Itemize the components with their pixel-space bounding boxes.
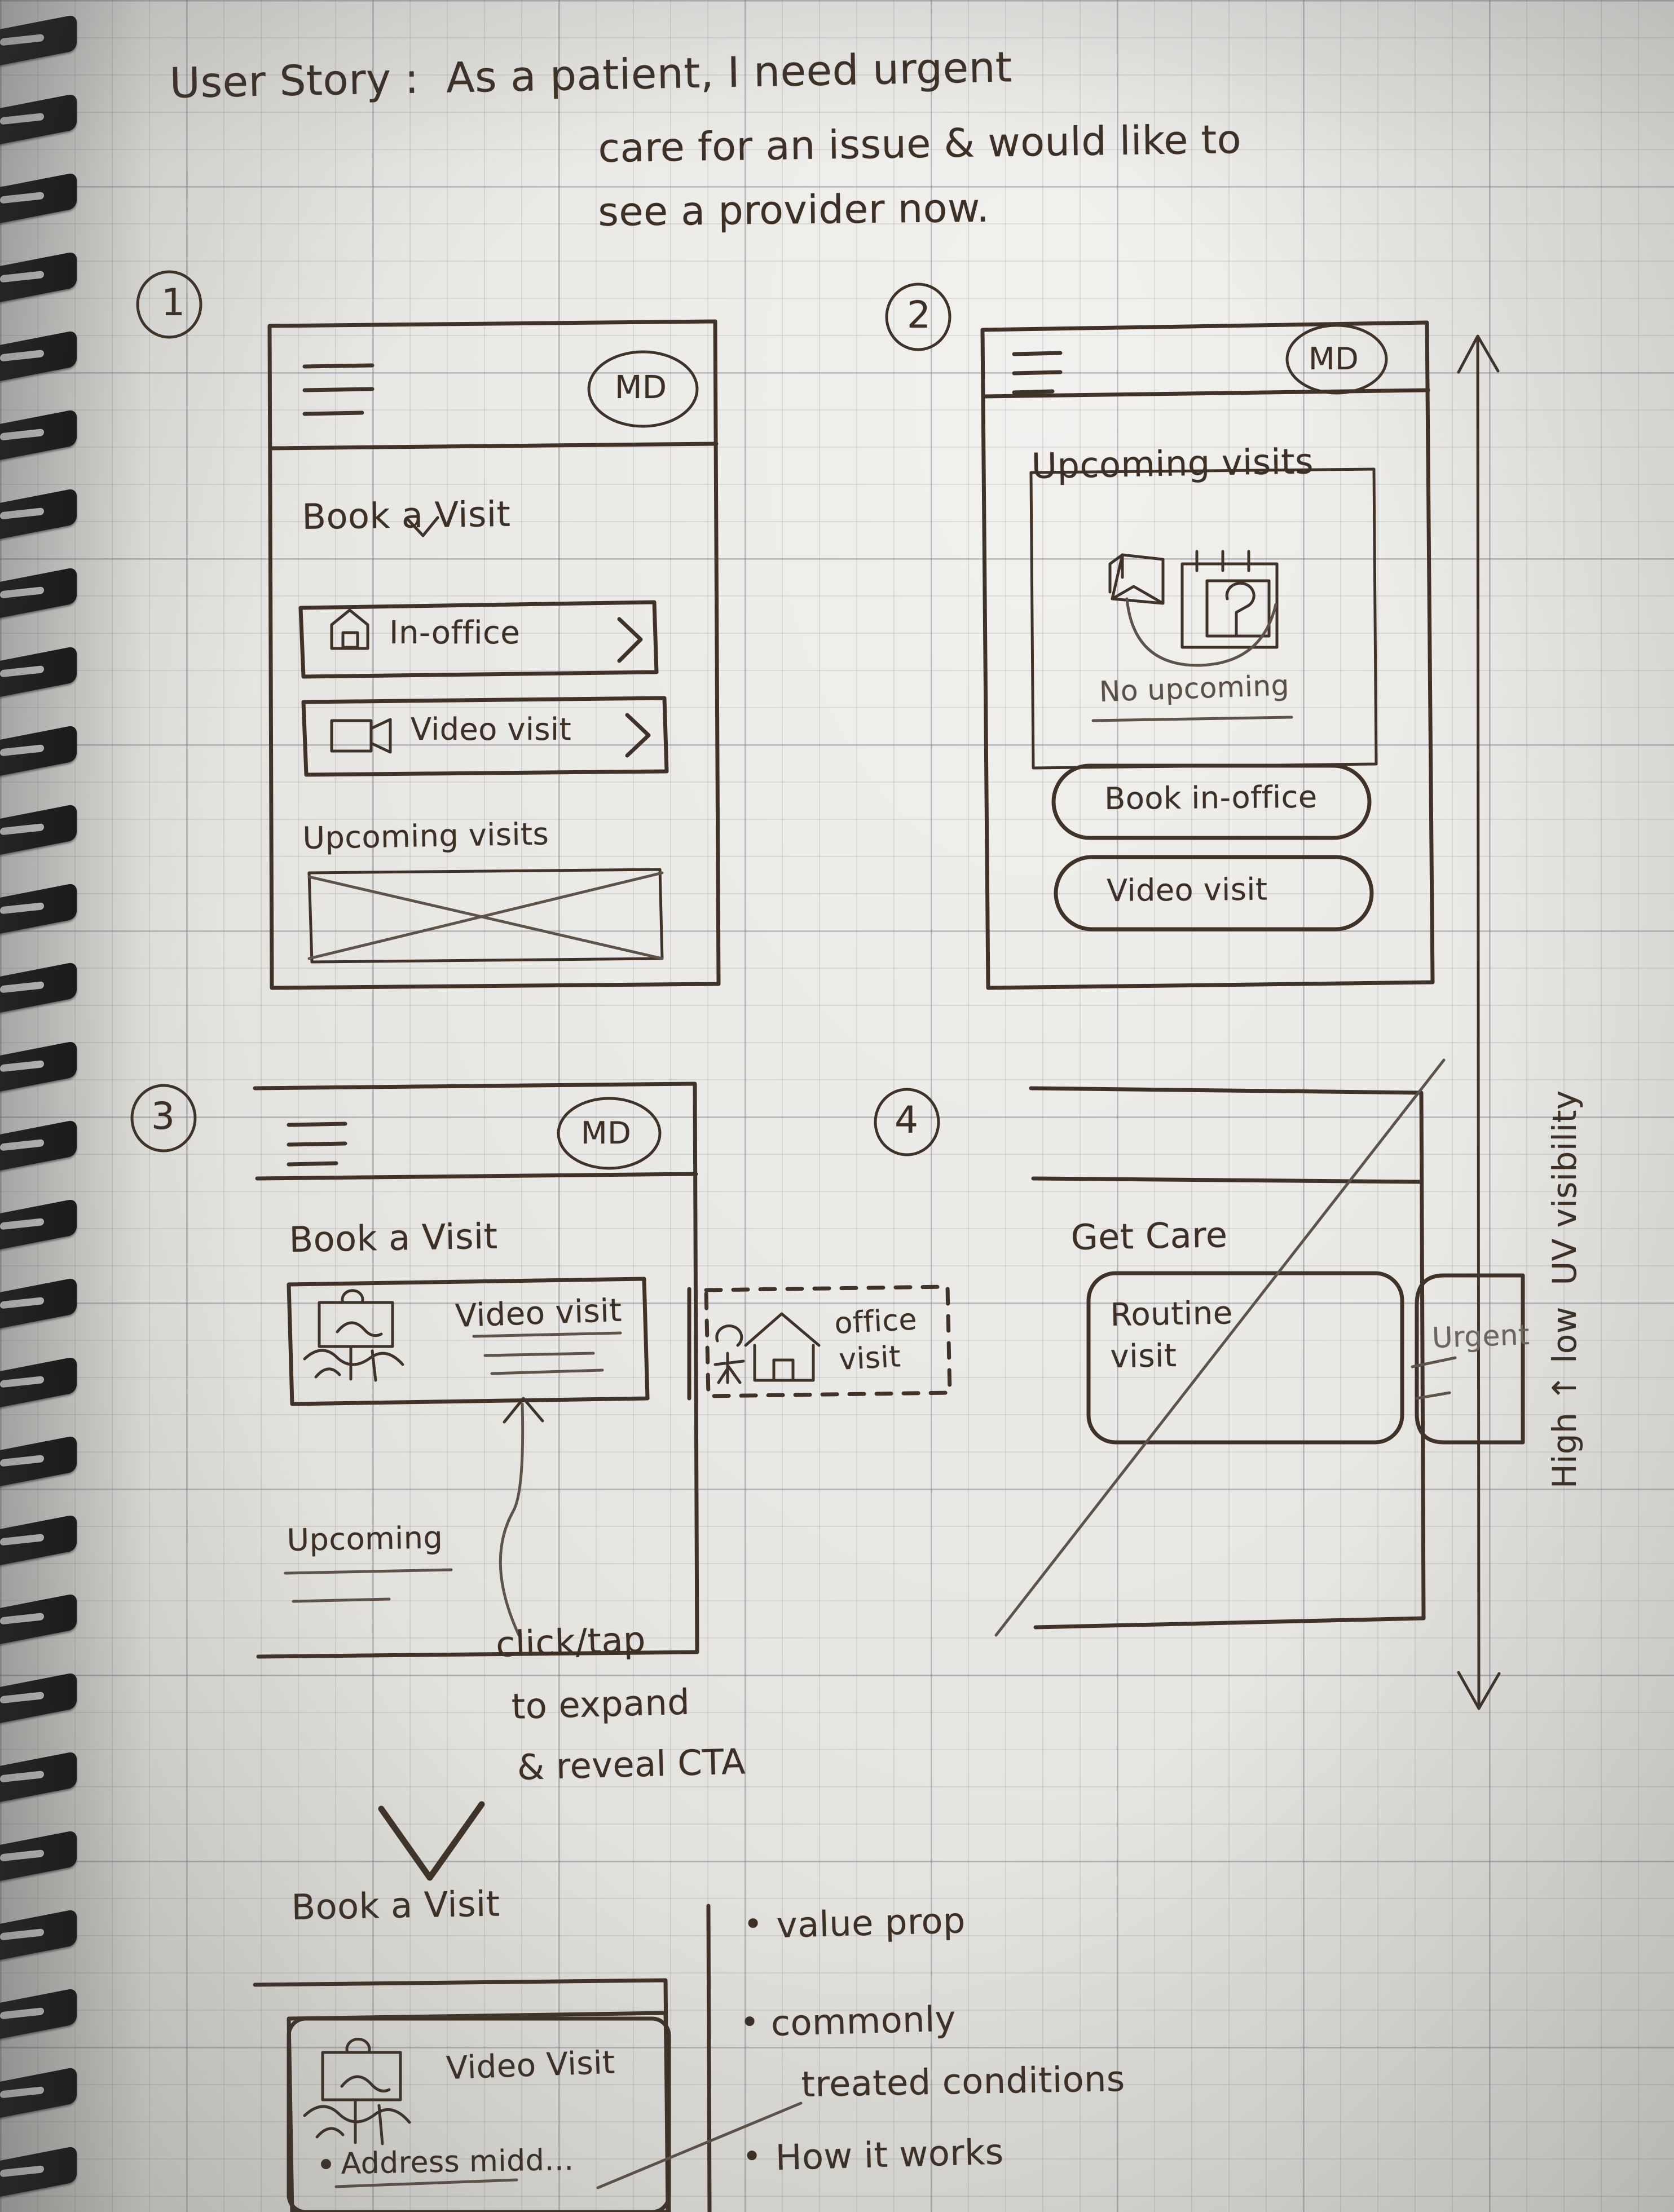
bottom-note-0-text: value prop [776, 1900, 966, 1946]
panel-1-row-0-label[interactable]: In-office [389, 615, 521, 651]
panel-1-number: 1 [161, 281, 186, 324]
bottom-panel-card-title[interactable]: Video Visit [446, 2044, 616, 2087]
bottom-note-1-text: commonly [770, 1998, 957, 2044]
bottom-note-1-bullet: • [740, 2003, 760, 2041]
bottom-note-3-text: How it works [775, 2131, 1005, 2178]
panel-3-avatar[interactable]: MD [581, 1115, 632, 1151]
bottom-note-3-bullet: • [742, 2137, 762, 2175]
panel-3-number: 3 [151, 1094, 175, 1138]
bottom-panel-bullet: Address midd… [341, 2143, 575, 2181]
bottom-panel-heading: Book a Visit [291, 1883, 501, 1928]
bottom-note-2-text: treated conditions [801, 2058, 1126, 2105]
panel-4-number: 4 [895, 1098, 919, 1142]
panel-1-avatar[interactable]: MD [615, 369, 667, 406]
panel-1-row-1-label[interactable]: Video visit [411, 712, 572, 747]
bottom-note-0-bullet: • [743, 1905, 763, 1943]
panel-2-avatar[interactable]: MD [1309, 341, 1359, 377]
panel-2-number: 2 [907, 293, 931, 337]
